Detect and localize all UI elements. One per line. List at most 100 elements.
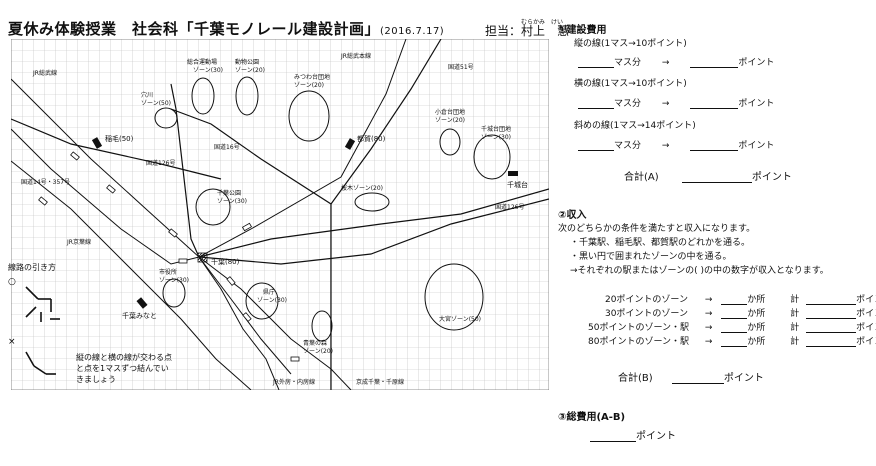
label-zone-chishirodai-2: ゾーン(30): [481, 134, 511, 141]
zone-ogura: [439, 128, 461, 156]
income-point-blank[interactable]: [806, 336, 857, 347]
section2-intro: 次のどちらかの条件を満たすと収入になります。: [558, 224, 756, 234]
income-point: ポイント: [856, 337, 876, 347]
label-zone-dobutsu-2: ゾーン(20): [235, 67, 265, 74]
label-zone-kencho-1: 県庁: [263, 288, 275, 296]
zone-sogo: [191, 77, 215, 115]
label-station-chibaminato: 千葉みなと: [122, 311, 157, 320]
label-zone-anagawa-1: 穴川: [141, 91, 153, 99]
income-kasho: か所: [747, 309, 766, 319]
zone-aoba: [311, 310, 333, 342]
income-row-50: 50ポイントのゾーン・駅 → か所 計 ポイント: [588, 320, 876, 333]
label-zone-ogura-2: ゾーン(20): [435, 117, 465, 124]
label-zone-dobutsu-1: 動物公園: [235, 58, 259, 66]
teacher-name-wrap: むらかみけい村上 慧: [521, 19, 569, 38]
track-mark: [241, 222, 253, 232]
income-arrow: →: [704, 323, 713, 333]
zone-sakuragi: [354, 192, 390, 212]
section1-yoko: 横の線(1マス→10ポイント): [574, 79, 687, 89]
total-a-blank[interactable]: [681, 172, 752, 183]
label-jr-sobu-honsen: JR総武本線: [340, 52, 371, 60]
jr-sotobo-line: [11, 160, 252, 390]
label-jr-sotobo: JR外房・内房線: [272, 378, 315, 386]
income-arrow: →: [704, 309, 713, 319]
tate-point-blank[interactable]: [690, 57, 739, 68]
zone-anagawa: [154, 107, 178, 129]
legend-note: 縦の線と横の線が交わる点と点を1マスずつ結んでいきましょう: [76, 353, 172, 384]
title-date: (2016.7.17): [380, 26, 445, 37]
title-text: 夏休み体験授業 社会科「千葉モノレール建設計画」: [8, 20, 381, 38]
label-zone-shiyakusho-1: 市役所: [159, 268, 177, 276]
station-tsuga-marker: [344, 138, 356, 150]
naname-point-blank[interactable]: [690, 140, 739, 151]
route-map[interactable]: JR総武線 JR総武本線 JR京葉線 JR外房・内房線 京成千葉・千原線 国道1…: [11, 39, 549, 390]
income-point-blank[interactable]: [806, 294, 857, 305]
income-kasho-blank[interactable]: [721, 294, 748, 305]
zone-kencho: [245, 282, 279, 320]
label-r14: 国道14号・357号: [21, 178, 70, 186]
naname-point: ポイント: [738, 141, 775, 151]
tate-masu-blank[interactable]: [578, 57, 614, 68]
total-b-point: ポイント: [723, 373, 764, 384]
label-zone-mitsuwa-2: ゾーン(20): [294, 82, 324, 89]
naname-masu: マス分: [614, 141, 642, 151]
section2-heading: ②収入: [558, 210, 587, 221]
income-kasho: か所: [747, 323, 766, 333]
income-kei: 計: [790, 337, 800, 347]
label-zone-ogura-1: 小倉台団地: [435, 108, 465, 116]
label-station-chiba: 千葉(80): [211, 257, 240, 266]
total-b-blank[interactable]: [671, 373, 724, 384]
section1-naname-row: マス分 → ポイント: [578, 138, 774, 151]
income-kasho-blank[interactable]: [721, 336, 748, 347]
naname-arrow: →: [661, 141, 670, 151]
track-mark: [168, 228, 178, 238]
total-a-label: 合計(A): [624, 172, 659, 183]
track-mark: [290, 356, 300, 362]
road-r51: [330, 39, 442, 205]
section2-total-row: 合計(B) ポイント: [618, 369, 764, 384]
label-station-tsuga: 都賀(80): [357, 134, 386, 143]
label-zone-chibakoen-2: ゾーン(30): [217, 198, 247, 205]
road-chishiro: [198, 188, 549, 258]
track-mark: [178, 258, 188, 264]
road-r126b: [198, 198, 549, 265]
yoko-masu-blank[interactable]: [578, 98, 614, 109]
station-chiba-marker: [197, 252, 208, 263]
label-zone-sogo-2: ゾーン(30): [193, 67, 223, 74]
label-r16: 国道16号: [214, 143, 240, 151]
income-point: ポイント: [856, 295, 876, 305]
label-r51: 国道51号: [448, 63, 474, 71]
income-kei: 計: [790, 323, 800, 333]
income-point-blank[interactable]: [806, 308, 857, 319]
section2-cond1: ・千葉駅、稲毛駅、都賀駅のどれかを通る。: [570, 238, 751, 248]
naname-masu-blank[interactable]: [578, 140, 614, 151]
zone-mitsuwa: [288, 90, 330, 142]
monorail-hint: [198, 256, 280, 390]
section2-cond3: →それぞれの駅またはゾーンの( )の中の数字が収入となります。: [570, 266, 829, 276]
zone-chishirodai: [473, 134, 511, 180]
track-mark: [38, 196, 48, 206]
income-kasho-blank[interactable]: [721, 308, 748, 319]
total-blank[interactable]: [590, 431, 636, 442]
road-r126a: [170, 83, 200, 258]
section1-tate: 縦の線(1マス→10ポイント): [574, 39, 687, 49]
station-inage-marker: [91, 137, 103, 149]
label-zone-chishirodai-1: 千城台団地: [481, 125, 511, 133]
income-arrow: →: [704, 295, 713, 305]
label-zone-aoba-2: ゾーン(20): [303, 348, 333, 355]
income-row-80: 80ポイントのゾーン・駅 → か所 計 ポイント: [588, 334, 876, 347]
track-mark: [226, 276, 236, 286]
zone-shiyakusho: [162, 278, 186, 308]
total-point: ポイント: [636, 431, 676, 442]
income-point-blank[interactable]: [806, 322, 857, 333]
label-station-chishirodai: 千城台: [507, 180, 528, 189]
legend-ok-diagram: [25, 286, 60, 322]
income-kasho-blank[interactable]: [721, 322, 748, 333]
label-station-inage: 稲毛(50): [105, 134, 134, 143]
tate-arrow: →: [661, 58, 670, 68]
yoko-point-blank[interactable]: [690, 98, 739, 109]
yoko-arrow: →: [661, 99, 670, 109]
section1-heading: ①建設費用: [558, 25, 607, 36]
yoko-point: ポイント: [738, 99, 775, 109]
road-r16: [170, 108, 332, 390]
